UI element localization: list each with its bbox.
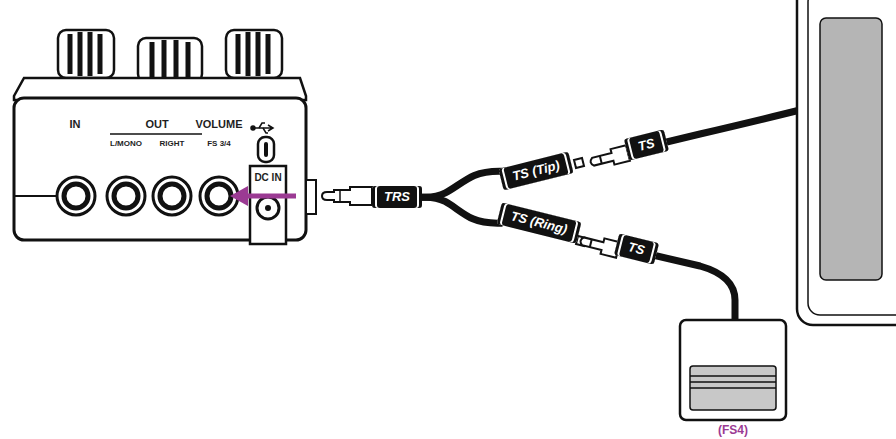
jack-group-label: OUT (145, 119, 168, 130)
y-cable (422, 171, 504, 197)
cable-label: TS (Ring) (509, 208, 569, 237)
ring-cable-band: TS (Ring) (497, 202, 582, 243)
cable-label: TRS (384, 189, 410, 204)
jack-label: FS 3/4 (207, 140, 231, 148)
footswitch-cable-band: TS (614, 233, 659, 264)
jack-label: VOLUME (195, 119, 242, 130)
jack-label: IN (70, 119, 81, 130)
y-cable (422, 197, 503, 223)
power-label: DC IN (254, 173, 281, 183)
footswitch-label: (FS4) (718, 424, 748, 436)
cable-label: TS (627, 239, 647, 258)
trs-plug-band: TRS (372, 186, 422, 208)
cable-label: TS (636, 135, 656, 154)
jack-label: RIGHT (160, 140, 185, 148)
tip-cable-band: TS (Tip) (498, 152, 573, 191)
cable-label: TS (Tip) (511, 157, 561, 183)
pedal-cable-band: TS (624, 129, 669, 160)
jack-label: L/MONO (110, 140, 142, 148)
